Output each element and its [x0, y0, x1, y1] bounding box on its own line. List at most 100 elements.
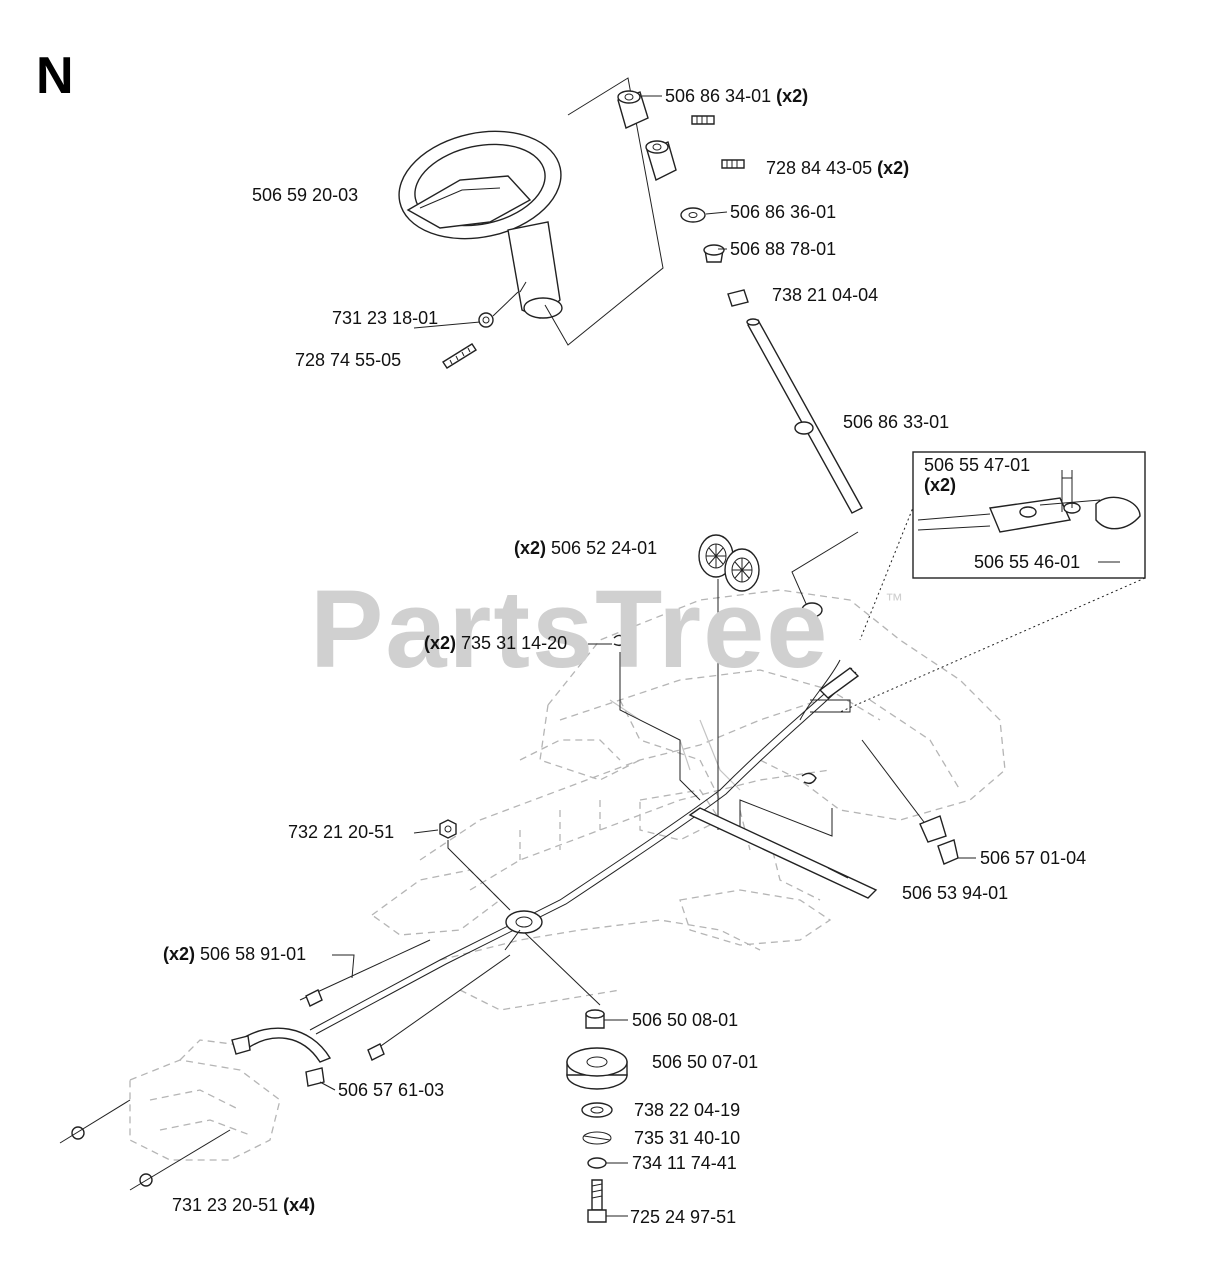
wheel-bolt [442, 343, 477, 369]
part-number: 506 86 33-01 [843, 412, 950, 432]
tie-rod [688, 807, 878, 899]
wheel-nut [478, 312, 494, 328]
steering-cable-assembly [309, 659, 860, 1035]
spring-washer [582, 1131, 612, 1145]
chassis-frame-outline [370, 589, 1006, 1011]
part-number: 506 59 20-03 [252, 185, 359, 205]
callout-734117441[interactable]: 734 11 74-41 [632, 1153, 737, 1173]
part-number: 734 11 74-41 [632, 1153, 737, 1173]
part-number: 506 53 94-01 [902, 883, 1009, 903]
column-collar-upper [617, 90, 649, 129]
callout-725249751[interactable]: 725 24 97-51 [630, 1207, 736, 1227]
callout-506863401[interactable]: 506 86 34-01 (x2) [665, 86, 808, 106]
part-number: 506 50 07-01 [652, 1052, 759, 1072]
part-number: 738 22 04-19 [634, 1100, 741, 1120]
callout-506554601[interactable]: 506 55 46-01 [974, 552, 1080, 572]
part-quantity: (x4) [283, 1195, 316, 1215]
flat-washer [587, 1157, 607, 1169]
idler-pulley-pair [698, 534, 760, 592]
steering-shaft [746, 318, 863, 514]
callout-731232051[interactable]: 731 23 20-51 (x4) [172, 1195, 315, 1215]
retaining-clip-2 [801, 772, 817, 785]
axle-nuts [59, 1099, 231, 1191]
label-leaders [319, 95, 1120, 1217]
shaft-guide-line [791, 531, 859, 641]
part-quantity: (x2) [514, 538, 547, 558]
callout-728745505[interactable]: 728 74 55-05 [295, 350, 401, 370]
callout-506863601[interactable]: 506 86 36-01 [730, 202, 836, 222]
callout-506589101[interactable]: (x2) 506 58 91-01 [163, 944, 306, 964]
part-quantity: (x2) [924, 475, 957, 495]
part-number: 506 55 46-01 [974, 552, 1081, 572]
inset-detail [912, 451, 1146, 579]
bearing-column [727, 289, 749, 307]
part-number: 506 57 01-04 [980, 848, 1087, 868]
part-number: 731 23 18-01 [332, 308, 439, 328]
inset-guide-line-2 [839, 577, 1146, 713]
callout-506500801[interactable]: 506 50 08-01 [632, 1010, 738, 1030]
set-screw-lower [721, 159, 745, 169]
shaft-lower-end [801, 602, 823, 618]
callout-735311420[interactable]: (x2) 735 31 14-20 [424, 633, 567, 653]
leader-clip-2 [739, 799, 833, 837]
callout-738210404[interactable]: 738 21 04-04 [772, 285, 878, 305]
leader-pivot [524, 932, 601, 1006]
leader-clip [619, 652, 701, 801]
inset-guide-line-1 [859, 499, 917, 641]
callout-506570104[interactable]: 506 57 01-04 [980, 848, 1086, 868]
callout-506576103[interactable]: 506 57 61-03 [338, 1080, 444, 1100]
shoulder-bolt [587, 1179, 607, 1223]
callout-735314010[interactable]: 735 31 40-10 [634, 1128, 740, 1148]
callout-506554701[interactable]: 506 55 47-01 (x2) [924, 455, 1030, 495]
part-number: 731 23 20-51 [172, 1195, 279, 1215]
callout-728844305[interactable]: 728 84 43-05 (x2) [766, 158, 909, 178]
part-quantity: (x2) [163, 944, 196, 964]
leader-wheel-nut [492, 291, 519, 317]
part-number: 728 74 55-05 [295, 350, 402, 370]
bushing-column [703, 244, 725, 263]
washer-column [680, 207, 706, 223]
transaxle-outline [129, 1039, 281, 1161]
callout-732212051[interactable]: 732 21 20-51 [288, 822, 394, 842]
hex-nut [439, 819, 457, 839]
part-number: 506 57 61-03 [338, 1080, 445, 1100]
part-quantity: (x2) [877, 158, 910, 178]
strap-clamp [231, 1027, 332, 1087]
main-pivot-plate [505, 910, 543, 934]
spacer-bushing [585, 1009, 605, 1029]
section-letter: N [36, 47, 74, 105]
part-number: 735 31 40-10 [634, 1128, 741, 1148]
part-number: 728 84 43-05 [766, 158, 873, 178]
sector-pulley [566, 1047, 628, 1090]
callout-506592003[interactable]: 506 59 20-03 [252, 185, 358, 205]
set-screw-upper [691, 115, 715, 125]
part-number: 506 86 36-01 [730, 202, 837, 222]
part-number: 506 55 47-01 [924, 455, 1031, 475]
callout-506863301[interactable]: 506 86 33-01 [843, 412, 949, 432]
part-number: 506 86 34-01 [665, 86, 772, 106]
callout-506500701[interactable]: 506 50 07-01 [652, 1052, 758, 1072]
callout-506887801[interactable]: 506 88 78-01 [730, 239, 836, 259]
part-quantity: (x2) [424, 633, 457, 653]
bearing-lower [581, 1102, 613, 1118]
part-number: 506 50 08-01 [632, 1010, 739, 1030]
part-number: 732 21 20-51 [288, 822, 395, 842]
ball-joint-link [861, 739, 959, 865]
part-number: 725 24 97-51 [630, 1207, 737, 1227]
part-number: 738 21 04-04 [772, 285, 879, 305]
part-number: 506 88 78-01 [730, 239, 837, 259]
callout-506522401[interactable]: (x2) 506 52 24-01 [514, 538, 657, 558]
callout-738220419[interactable]: 738 22 04-19 [634, 1100, 740, 1120]
part-number: 506 58 91-01 [200, 944, 307, 964]
column-collar-lower [645, 140, 677, 181]
part-number: 735 31 14-20 [461, 633, 568, 653]
part-number: 506 52 24-01 [551, 538, 658, 558]
callout-506539401[interactable]: 506 53 94-01 [902, 883, 1008, 903]
retaining-clip [613, 634, 627, 647]
column-bracket-outline [544, 77, 664, 346]
callout-731231801[interactable]: 731 23 18-01 [332, 308, 438, 328]
part-quantity: (x2) [776, 86, 809, 106]
steering-rods [299, 929, 521, 1061]
